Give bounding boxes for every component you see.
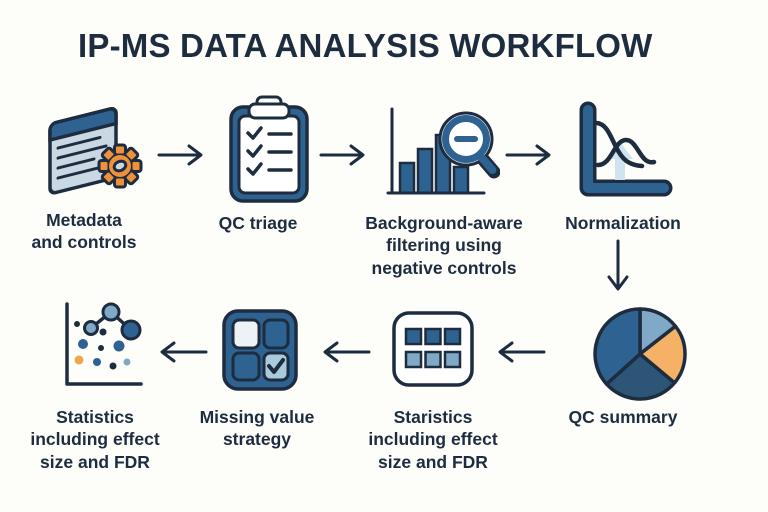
grid-squares-icon [392, 311, 474, 387]
pie-chart-icon [593, 307, 687, 401]
magnifier-minus-icon [438, 111, 500, 179]
step-label: Normalization [565, 213, 681, 233]
arrow-down-icon [607, 239, 629, 291]
gear-icon [97, 143, 143, 189]
step-label: Background-aware filtering using negativ… [365, 213, 523, 278]
arrow-right-icon [505, 144, 551, 166]
step-label: Statistics including effect size and FDR [30, 407, 160, 472]
arrow-right-icon [319, 144, 365, 166]
step-label: Missing value strategy [199, 407, 315, 450]
scatter-plot-icon [65, 302, 143, 386]
bar-chart-magnifier-icon [386, 107, 500, 195]
distribution-curves-icon [579, 101, 673, 197]
page-title: IP-MS DATA ANALYSIS WORKFLOW [78, 27, 653, 64]
arrow-left-icon [160, 341, 208, 363]
step-label: QC triage [218, 213, 298, 233]
clipboard-checklist-icon [229, 95, 309, 203]
document-gear-icon [48, 107, 143, 195]
arrow-left-icon [498, 341, 546, 363]
arrow-right-icon [157, 144, 203, 166]
step-label: Staristics including effect size and FDR [368, 407, 498, 472]
step-label: QC summary [568, 407, 678, 427]
step-label: Metadata and controls [31, 210, 137, 253]
checkmark-icon [267, 358, 285, 374]
checkbox-grid-icon [222, 309, 298, 391]
arrow-left-icon [323, 341, 371, 363]
